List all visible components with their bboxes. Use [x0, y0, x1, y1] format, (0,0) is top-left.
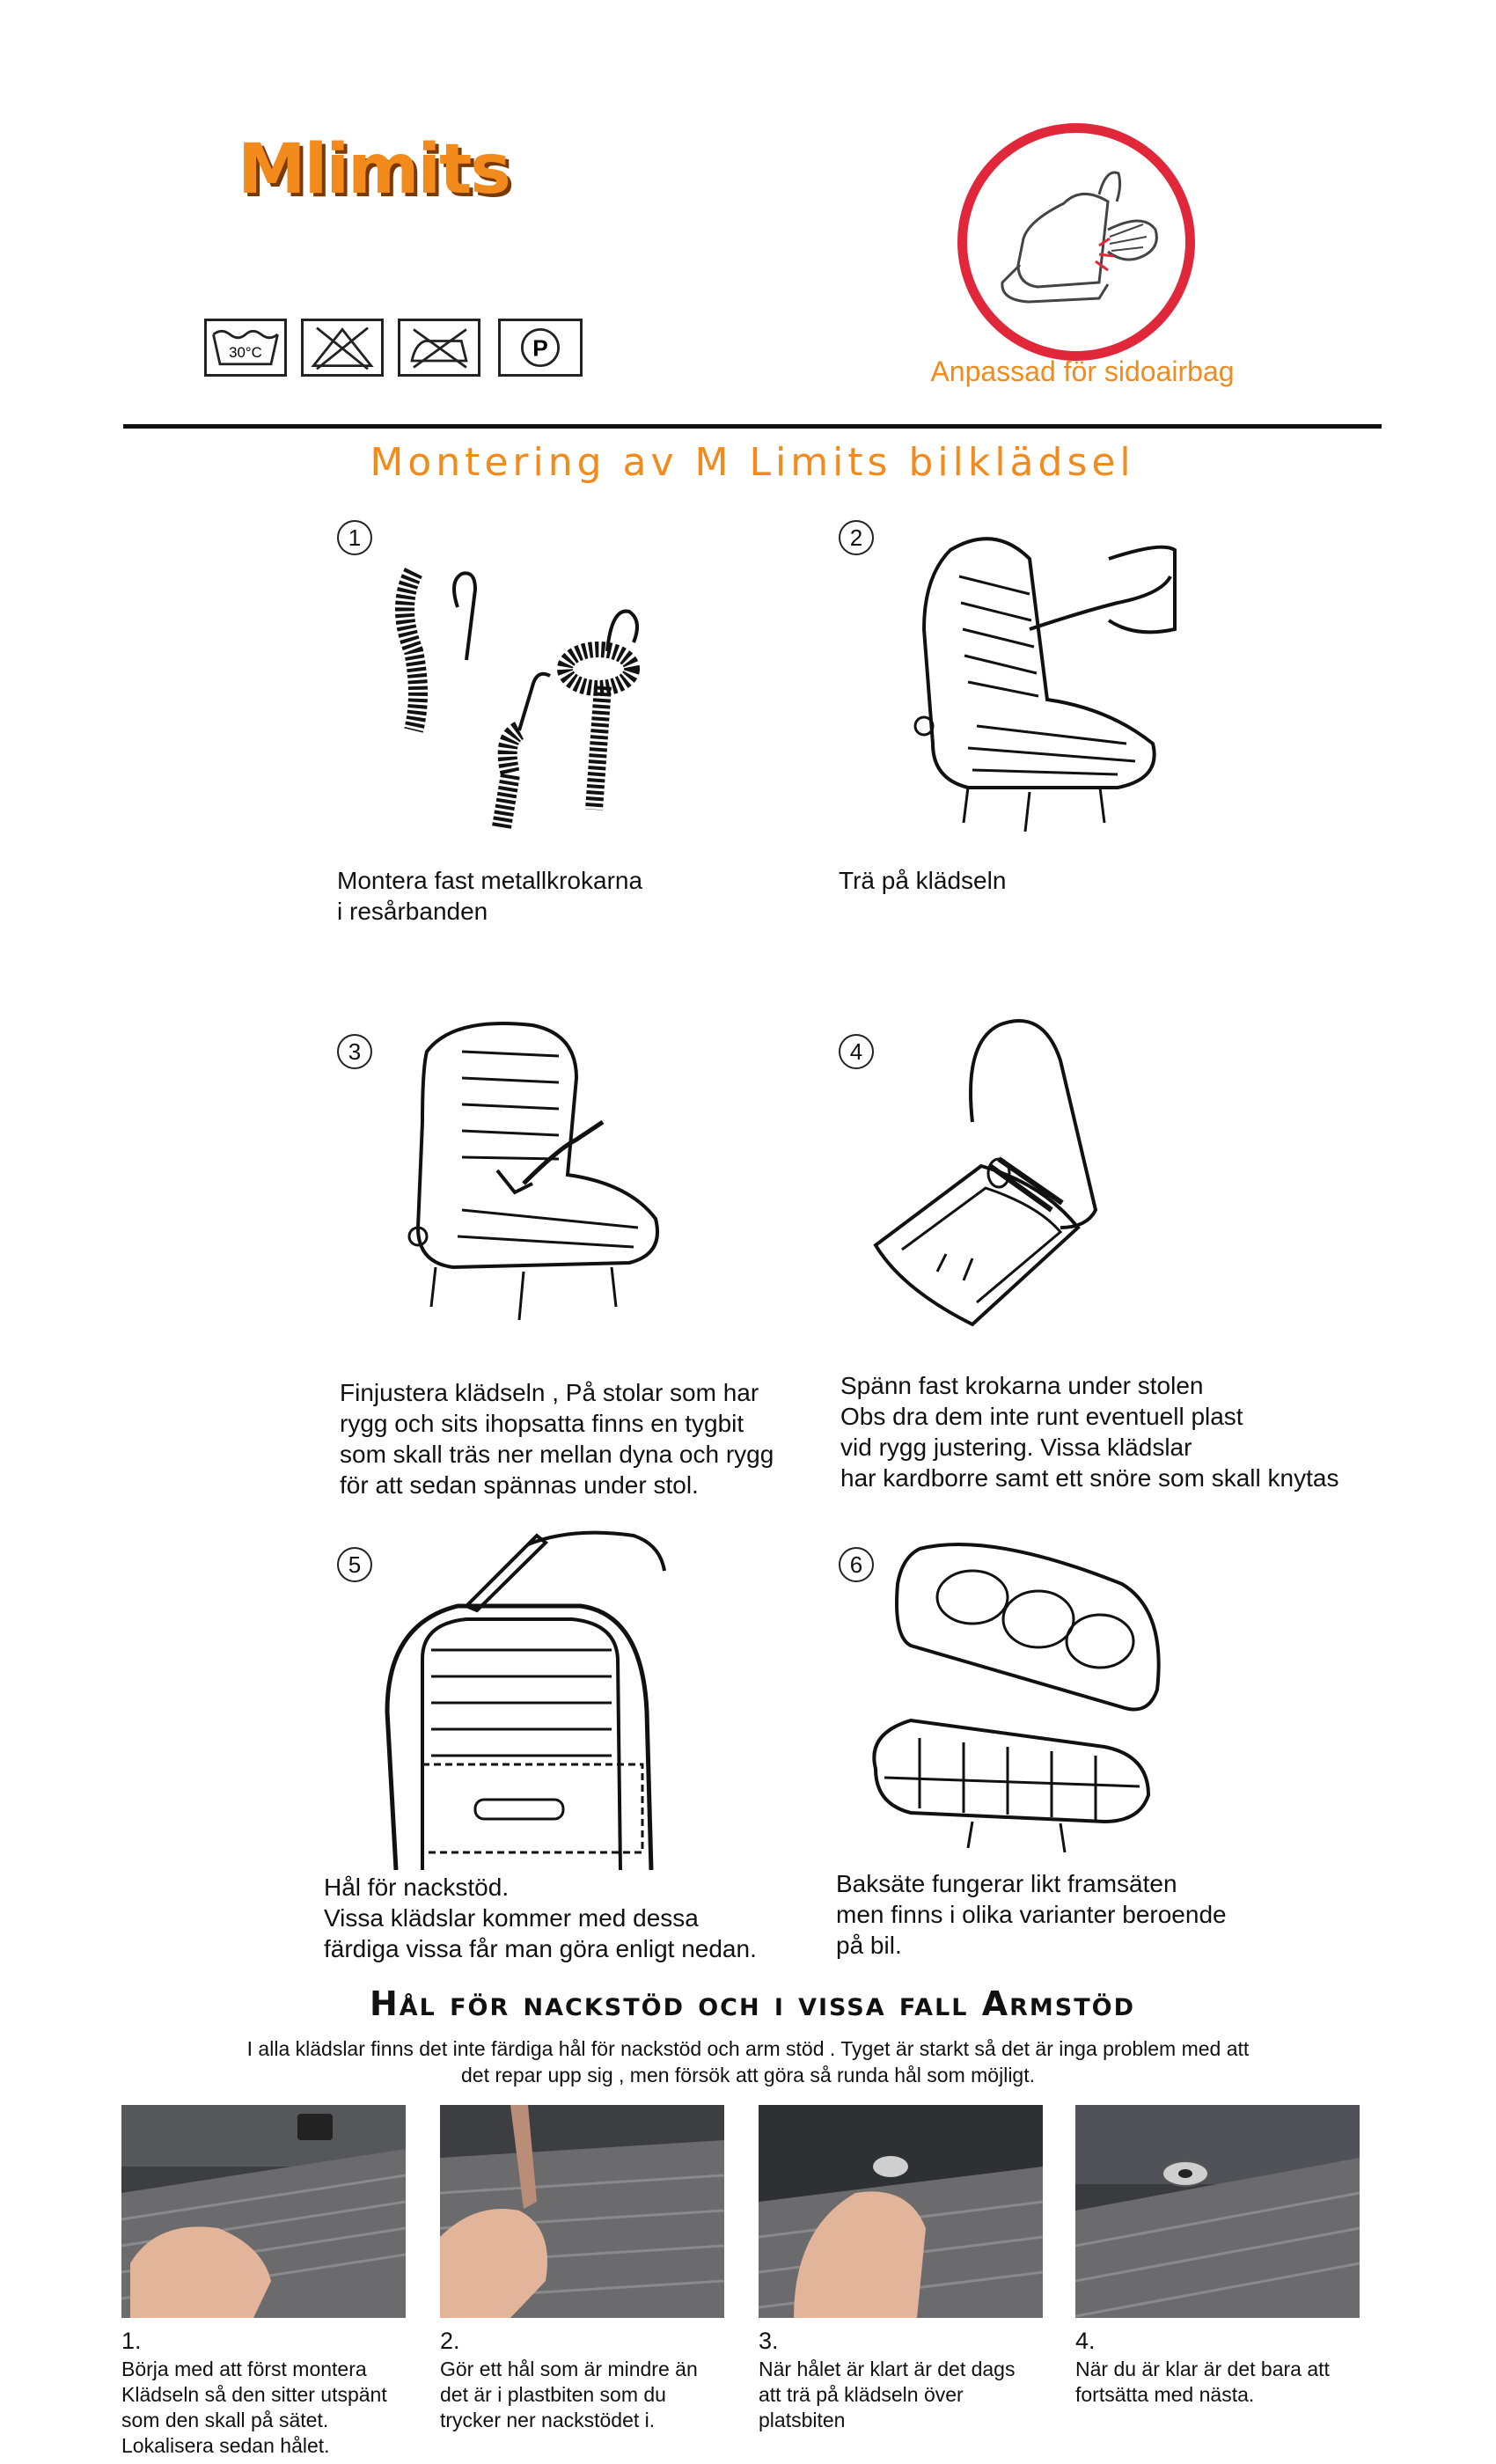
step-text: Trä på klädseln	[839, 867, 1007, 894]
step-number: 1	[337, 520, 372, 555]
no-bleach-icon	[301, 319, 384, 377]
rear-seat-icon	[858, 1531, 1175, 1866]
elastic-hooks-icon	[387, 554, 651, 836]
step-number: 5	[337, 1547, 372, 1582]
knife-cut-photo	[440, 2105, 724, 2318]
header-divider	[123, 424, 1382, 429]
logo-text: Mlimits	[238, 130, 511, 209]
photo-number: 3.	[759, 2328, 779, 2354]
step-text: Montera fast metallkrokarna i resårbande…	[337, 867, 643, 925]
no-iron-icon	[398, 319, 480, 377]
seat-underside-hooks-icon	[867, 1008, 1166, 1342]
fabric-over-hole-photo	[759, 2105, 1043, 2318]
dry-clean-p-icon: P	[498, 319, 583, 377]
seat-cover-pull-icon	[898, 524, 1179, 849]
photo-text: Gör ett hål som är mindre än det är i pl…	[440, 2358, 698, 2431]
dry-clean-label: P	[532, 334, 548, 361]
hand-on-seat-photo	[121, 2105, 406, 2318]
step-number: 2	[839, 520, 874, 555]
step-number: 3	[337, 1034, 372, 1069]
wash-30-label: 30°C	[229, 344, 262, 361]
side-airbag-seat-icon	[957, 123, 1195, 361]
finished-hole-photo	[1075, 2105, 1360, 2318]
seat-tuck-cloth-icon	[400, 1016, 682, 1333]
step-number: 6	[839, 1547, 874, 1582]
section-title: Hål för nackstöd och i vissa fall Armstö…	[369, 1984, 1136, 2023]
step-text: Baksäte fungerar likt framsäten men finn…	[836, 1870, 1227, 1959]
photo-number: 2.	[440, 2328, 460, 2354]
step-text: Hål för nackstöd. Vissa klädslar kommer …	[324, 1874, 757, 1962]
brand-logo: Mlimits	[238, 130, 511, 209]
airbag-label: Anpassad för sidoairbag	[930, 356, 1235, 387]
photo-text: Börja med att först montera Klädseln så …	[121, 2358, 387, 2457]
section-intro: I alla klädslar finns det inte färdiga h…	[246, 2037, 1250, 2086]
step-number: 4	[839, 1034, 874, 1069]
step-text: Finjustera klädseln , På stolar som har …	[340, 1379, 774, 1499]
photo-text: När du är klar är det bara att fortsätta…	[1075, 2358, 1330, 2406]
step-text: Spänn fast krokarna under stolen Obs dra…	[840, 1372, 1339, 1492]
photo-number: 1.	[121, 2328, 142, 2354]
photo-text: När hålet är klart är det dags att trä p…	[759, 2358, 1016, 2431]
photo-number: 4.	[1075, 2328, 1096, 2354]
headrest-hole-mark-icon	[370, 1518, 669, 1870]
wash-30-icon: 30°C	[204, 319, 287, 377]
page-title: Montering av M Limits bilklädsel	[370, 440, 1135, 485]
